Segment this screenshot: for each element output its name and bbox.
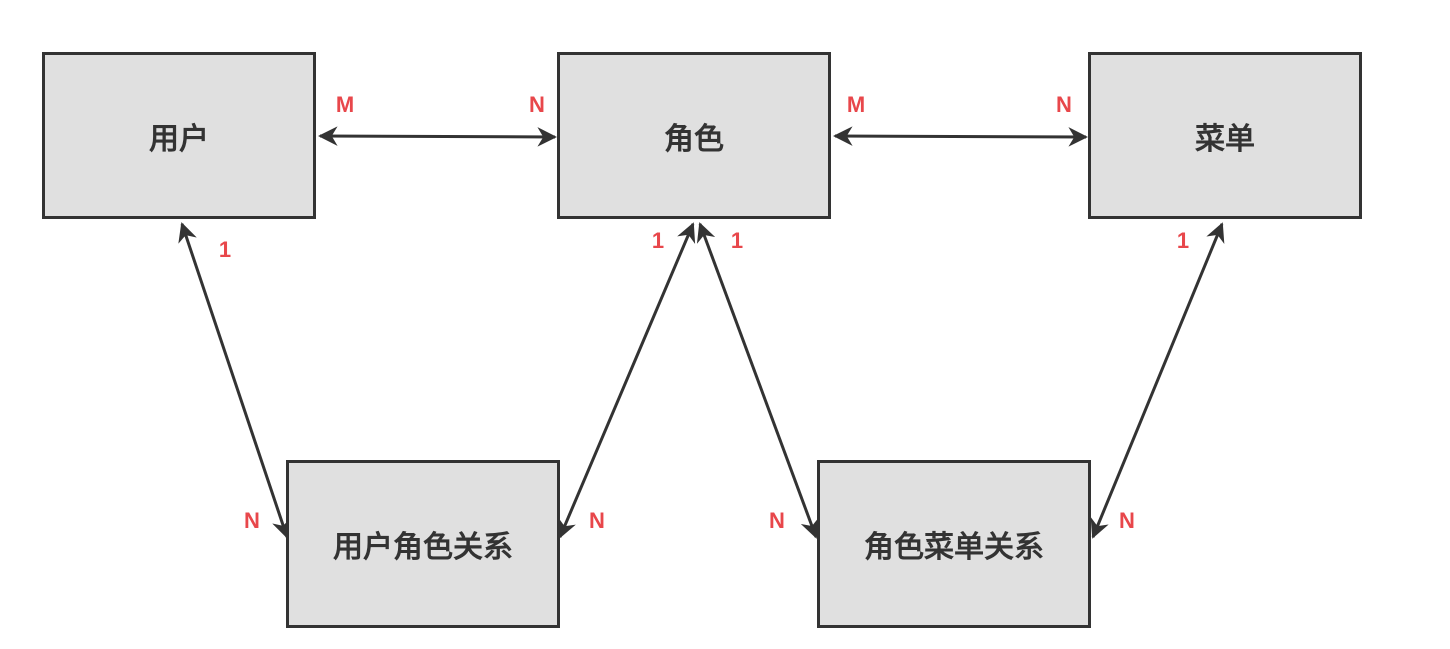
cardinality-role-userrole-1: 1 [651,228,665,253]
cardinality-menu-rolemenu-1: 1 [1176,228,1190,253]
edge-user-role [318,126,557,147]
edge-role-rolemenu [696,222,820,539]
cardinality-role-menu-m: M [846,92,866,117]
cardinality-role-menu-n: N [1056,92,1072,117]
cardinality-user-role-m: M [335,92,355,117]
node-role[interactable]: 角色 [557,52,831,219]
cardinality-user-userrole-1: 1 [218,237,232,262]
edge-role-menu [833,126,1088,147]
cardinality-role-rolemenu-n: N [769,508,785,533]
node-user-label: 用户 [149,121,209,157]
node-menu-label: 菜单 [1195,121,1255,157]
cardinality-user-userrole-n: N [244,508,260,533]
node-user[interactable]: 用户 [42,52,316,219]
node-user-role-relation[interactable]: 用户角色关系 [286,460,560,628]
edge-role-userrole [557,222,696,539]
node-menu[interactable]: 菜单 [1088,52,1362,219]
edge-menu-rolemenu [1090,222,1225,539]
node-user-role-relation-label: 用户角色关系 [333,530,513,565]
node-role-menu-relation-label: 角色菜单关系 [864,530,1044,565]
node-role-label: 角色 [664,121,724,157]
cardinality-role-userrole-n: N [589,508,605,533]
cardinality-role-rolemenu-1: 1 [730,228,744,253]
cardinality-user-role-n: N [529,92,545,117]
node-role-menu-relation[interactable]: 角色菜单关系 [817,460,1091,628]
edge-user-userrole [178,222,291,539]
cardinality-menu-rolemenu-n: N [1119,508,1135,533]
